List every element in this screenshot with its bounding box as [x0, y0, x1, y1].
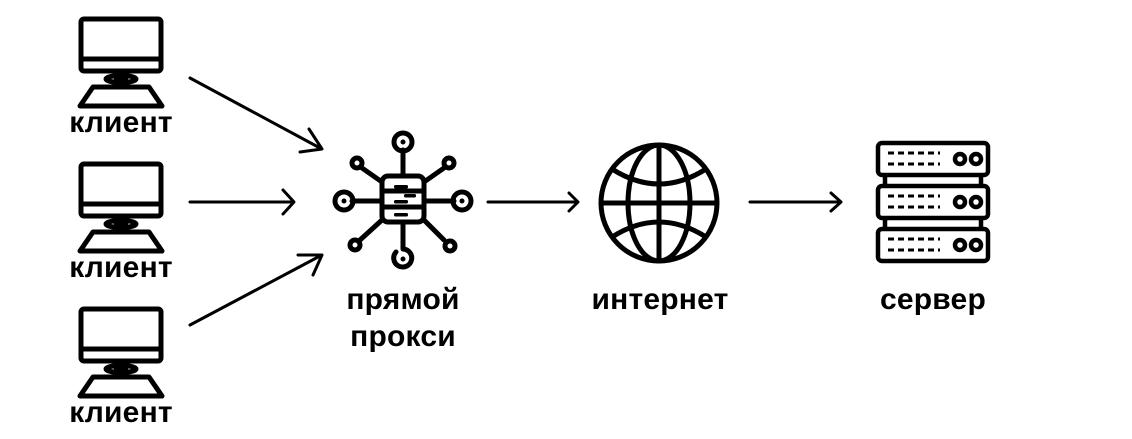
computer-icon [77, 16, 165, 109]
client-1-label: клиент [69, 106, 173, 139]
network-hub-icon [332, 130, 474, 270]
proxy-label-line2: прокси [350, 320, 456, 353]
computer-icon [77, 306, 165, 399]
arrow-client1-proxy [188, 76, 324, 154]
globe-icon [598, 142, 720, 264]
server-label: сервер [880, 283, 986, 316]
computer-icon [77, 161, 165, 254]
arrow-client3-proxy [188, 253, 324, 327]
client-2-label: клиент [69, 251, 173, 284]
proxy-label-line1: прямой [346, 283, 460, 316]
server-rack-icon [875, 140, 991, 264]
arrow-client2-proxy [188, 188, 296, 216]
arrow-proxy-internet [486, 191, 580, 213]
client-3-label: клиент [69, 396, 173, 429]
arrow-internet-server [748, 191, 843, 213]
internet-label: интернет [591, 283, 729, 316]
